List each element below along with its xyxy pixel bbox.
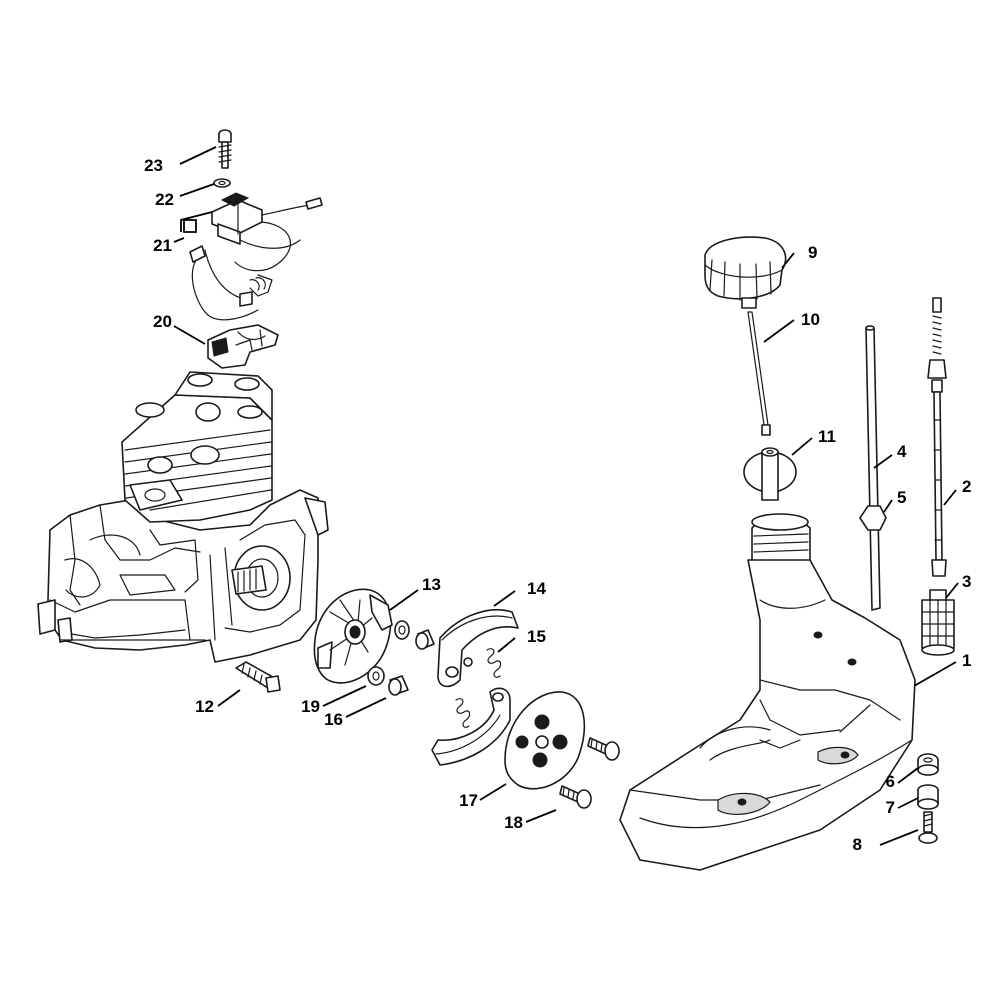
callout-17: 17 — [459, 791, 478, 810]
callout-11: 11 — [818, 427, 836, 446]
callout-15: 15 — [527, 627, 546, 646]
part-20-carrier — [207, 324, 279, 369]
part-16-sleeves — [388, 629, 435, 696]
part-22-washer — [213, 178, 231, 188]
callout-20: 20 — [153, 312, 172, 331]
callout-1: 1 — [962, 651, 971, 670]
part-21-ignition-module — [189, 192, 323, 321]
callout-22: 22 — [155, 190, 174, 209]
callout-8: 8 — [853, 835, 862, 854]
part-14-clutch-shoe — [437, 609, 519, 688]
callout-19: 19 — [301, 697, 320, 716]
callout-7: 7 — [886, 798, 895, 817]
part-17-clutch-disc — [504, 691, 585, 790]
part-8-screw — [918, 811, 938, 844]
callout-9: 9 — [808, 243, 817, 262]
part-12-stud-bolt — [235, 661, 281, 693]
callout-23: 23 — [144, 156, 163, 175]
callout-labels: 23 22 21 20 12 13 14 15 19 16 17 18 9 10… — [144, 156, 971, 854]
part-2-fuel-hose — [927, 297, 947, 577]
part-10-retainer — [747, 311, 771, 436]
part-11-fuel-filter-gasket — [743, 447, 797, 501]
part-18-screws — [559, 737, 620, 809]
leader-lines — [173, 146, 959, 846]
callout-16: 16 — [324, 710, 343, 729]
callout-3: 3 — [962, 572, 971, 591]
callout-10: 10 — [801, 310, 820, 329]
part-7-spacer — [917, 784, 939, 810]
part-19-washer — [367, 620, 410, 686]
callout-14: 14 — [527, 579, 546, 598]
callout-5: 5 — [897, 488, 906, 507]
callout-13: 13 — [422, 575, 441, 594]
callout-2: 2 — [962, 477, 971, 496]
part-23-screw — [218, 129, 232, 169]
part-5-grommet — [859, 505, 887, 531]
callout-4: 4 — [897, 442, 907, 461]
part-1-fuel-tank — [619, 513, 916, 871]
callout-18: 18 — [504, 813, 523, 832]
callout-12: 12 — [195, 697, 214, 716]
part-13-clutch-carrier — [313, 588, 393, 684]
part-3-pickup-body — [921, 589, 955, 656]
part-9-tank-cap — [704, 236, 787, 309]
engine-assembly — [37, 371, 329, 663]
part-4-vent-hose — [865, 325, 881, 611]
part-6-grommet — [917, 753, 939, 776]
callout-21: 21 — [153, 236, 172, 255]
part-15-springs — [455, 648, 502, 728]
callout-6: 6 — [886, 772, 895, 791]
part-14-clutch-shoe-lower — [431, 687, 511, 766]
